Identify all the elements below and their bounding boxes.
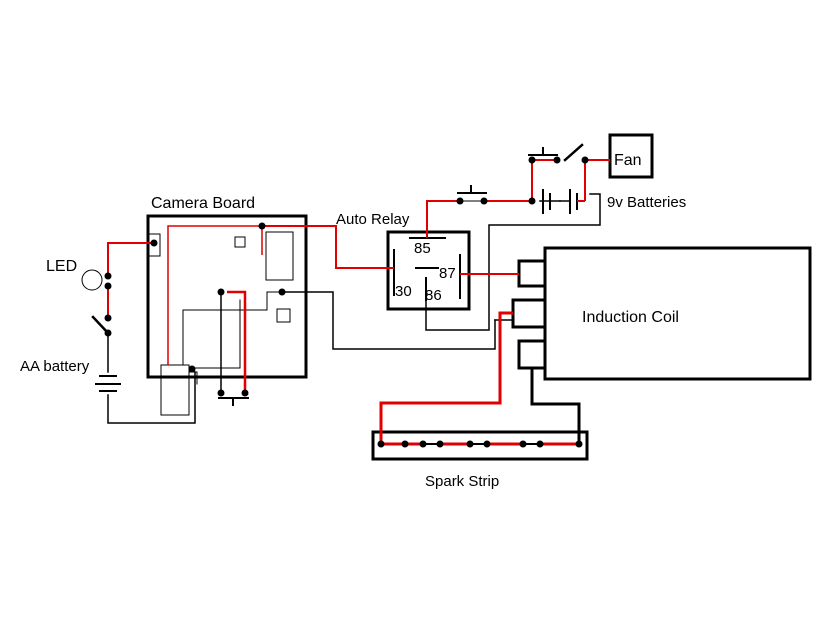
auto-relay-label: Auto Relay xyxy=(336,211,410,228)
led-circuit xyxy=(81,242,196,424)
relay-pin-85: 85 xyxy=(414,240,431,257)
spark-strip xyxy=(371,311,589,461)
spark-strip-label: Spark Strip xyxy=(425,473,499,490)
camera-board-label: Camera Board xyxy=(151,195,255,212)
relay-pin-30: 30 xyxy=(395,283,412,300)
led-label: LED xyxy=(46,258,77,275)
fan-box xyxy=(608,133,654,179)
aa-battery-label: AA battery xyxy=(20,358,90,375)
relay-pin-86: 86 xyxy=(425,287,442,304)
fan-label: Fan xyxy=(614,152,642,169)
camera-board xyxy=(146,214,308,416)
relay-pin-87: 87 xyxy=(439,265,456,282)
batteries-label: 9v Batteries xyxy=(607,194,686,211)
junction-dots xyxy=(104,156,589,448)
induction-coil-label: Induction Coil xyxy=(582,309,679,326)
